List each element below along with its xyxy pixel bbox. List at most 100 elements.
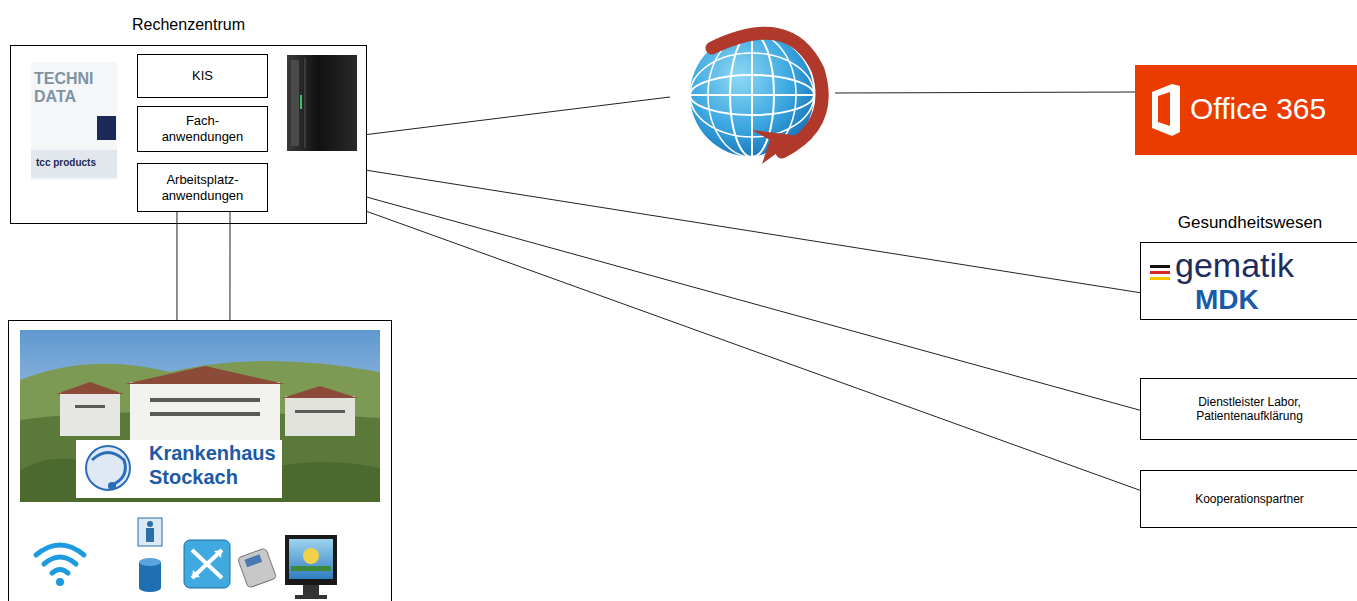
system-box: Arbeitsplatz- anwendungen: [137, 163, 268, 212]
hospital-photo-part: [60, 392, 120, 436]
monitor-symbol-part: [291, 566, 331, 571]
server-symbol-part: [291, 60, 299, 146]
hospital-photo-part: [92, 453, 125, 487]
text-run: KIS: [192, 68, 213, 84]
hospital-photo-part: [150, 412, 260, 416]
text-run: Dienstleister Labor, Patientenaufklärung: [1150, 395, 1350, 424]
partner-box: Dienstleister Labor, Patientenaufklärung: [1140, 378, 1357, 440]
connector-line: [176, 212, 177, 320]
device-symbol-part: [147, 521, 153, 527]
switch-symbol-part: [192, 550, 222, 578]
cloud-tile-part: [1135, 65, 1357, 155]
group-heading: Gesundheitswesen: [1140, 211, 1357, 235]
connector-line: [367, 211, 1140, 490]
connector-line: [367, 197, 1140, 410]
card-terminal-part: [237, 548, 276, 588]
hospital-photo-part: [108, 482, 116, 490]
box-label: Dienstleister Labor, Patientenaufklärung: [1141, 379, 1357, 439]
hospital-photo-part: [20, 330, 380, 502]
vendor-logo-part: [31, 150, 117, 178]
internet-globe: [690, 33, 822, 164]
switch-symbol: [184, 540, 230, 588]
text-run: Fach- anwendungen: [155, 113, 250, 144]
cloud-tile-part: [1152, 84, 1180, 136]
vendor-logo: [31, 62, 117, 180]
device-symbol-part: [146, 528, 154, 542]
server-symbol: [287, 55, 357, 151]
switch-symbol-part: [214, 550, 222, 558]
system-box: Fach- anwendungen: [137, 106, 268, 152]
hospital-photo-part: [56, 382, 124, 394]
cloud-box: Office 365: [1135, 65, 1357, 155]
vendor-logo-part: [97, 116, 116, 140]
switch-symbol-part: [192, 570, 200, 578]
device-symbol-part: [139, 584, 161, 592]
device-symbol: [138, 518, 162, 592]
system-box: KIS: [137, 54, 268, 98]
text-run: Arbeitsplatz- anwendungen: [155, 172, 250, 203]
text-run: Kooperationspartner: [1195, 492, 1304, 506]
monitor-symbol: [285, 535, 337, 599]
text-run: Rechenzentrum: [132, 15, 245, 34]
box-label: Fach- anwendungen: [138, 107, 267, 151]
hospital-photo-part: [282, 386, 358, 398]
box-label: Arbeitsplatz- anwendungen: [138, 164, 267, 211]
monitor-symbol-part: [295, 595, 327, 599]
hospital-box: Krankenhaus Stockach: [8, 320, 392, 601]
partner-group-box: GesundheitswesengematikMDK: [1140, 242, 1357, 320]
connector-line: [367, 170, 1140, 292]
wifi-symbol-part: [56, 578, 64, 586]
monitor-symbol-part: [303, 585, 319, 595]
cloud-tile: [1135, 65, 1357, 155]
wifi-symbol-part: [44, 557, 76, 564]
text-run: Gesundheitswesen: [1178, 213, 1323, 233]
hospital-photo-part: [285, 396, 355, 436]
device-symbol-part: [138, 518, 162, 546]
wifi-symbol-part: [36, 545, 84, 555]
hospital-photo-part: [86, 446, 130, 490]
internet-globe-part: [752, 130, 800, 164]
hospital-photo-part: [75, 405, 105, 408]
cloud-label: Office 365: [1190, 91, 1355, 129]
monitor-symbol-part: [289, 539, 333, 579]
vendor-logo-part: [31, 62, 117, 180]
flag-mark-part: [1150, 265, 1170, 268]
flag-mark: [1150, 265, 1170, 280]
hospital-photo: [20, 330, 380, 502]
wifi-symbol: [36, 545, 84, 586]
hospital-photo-part: [150, 398, 260, 402]
partner-box: Kooperationspartner: [1140, 470, 1357, 528]
hospital-photo-part: [20, 361, 380, 502]
device-symbol-part: [139, 558, 161, 566]
server-symbol-part: [300, 95, 302, 109]
hospital-photo-part: [295, 410, 345, 413]
card-terminal-part: [244, 554, 262, 567]
hospital-photo-part: [130, 382, 280, 442]
wifi-symbol-part: [52, 570, 68, 574]
partner-logo-text: MDK: [1195, 283, 1345, 317]
vendor-logo-text: TECHNI DATA: [34, 70, 106, 107]
monitor-symbol-part: [303, 548, 319, 564]
group-heading: Rechenzentrum: [10, 13, 367, 37]
box-label: KIS: [138, 55, 267, 97]
card-terminal: [237, 548, 276, 588]
hospital-photo-part: [125, 366, 285, 384]
flag-mark-part: [1150, 271, 1170, 274]
partner-logo-text: gematik: [1175, 245, 1355, 286]
connector-line: [367, 92, 1135, 135]
server-symbol-part: [305, 58, 306, 148]
flag-mark-part: [1150, 277, 1170, 280]
connector-line: [229, 212, 230, 320]
cloud-tile-part: [1158, 92, 1170, 126]
switch-symbol-part: [184, 540, 230, 588]
hospital-logo-text: Krankenhaus Stockach: [149, 441, 289, 497]
internet-globe-part: [690, 94, 814, 96]
vendor-logo-text: tcc products: [36, 157, 116, 169]
server-symbol-part: [287, 55, 357, 151]
box-label: Kooperationspartner: [1141, 471, 1357, 527]
